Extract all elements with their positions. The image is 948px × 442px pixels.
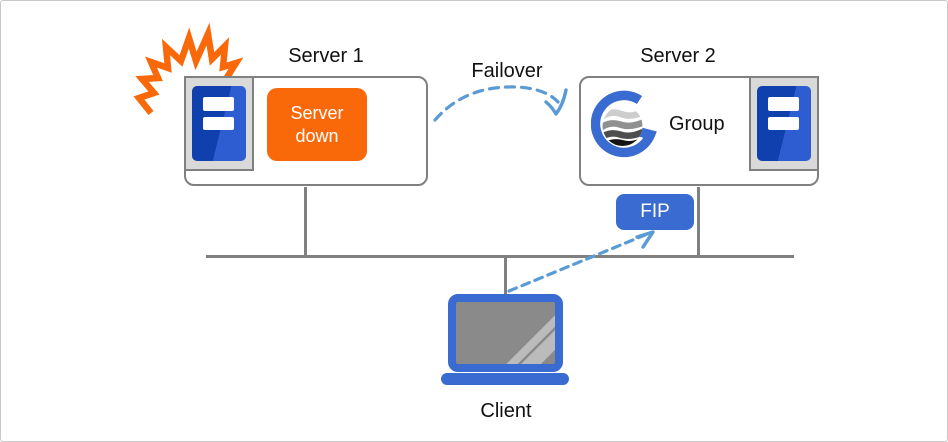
failover-label: Failover — [471, 60, 543, 82]
laptop-icon — [448, 294, 563, 372]
cluster-group-logo-icon — [591, 90, 657, 158]
fip-badge: FIP — [616, 194, 694, 230]
group-label: Group — [669, 113, 725, 135]
client-to-fip-arrowhead-icon — [635, 230, 655, 249]
server-down-badge: Server down — [267, 88, 367, 161]
laptop-base — [441, 373, 569, 385]
server-slot-bar — [768, 97, 799, 111]
logo-g-ring — [591, 90, 657, 158]
server-slot-bar — [768, 117, 799, 130]
client-label: Client — [480, 400, 532, 422]
server2-title: Server 2 — [640, 45, 716, 67]
failover-arrowhead-icon — [544, 88, 568, 116]
client-to-fip-arrow — [507, 233, 647, 293]
server-icon — [749, 76, 819, 171]
server-unit-shape — [192, 86, 246, 161]
server1-title: Server 1 — [288, 45, 364, 67]
server-unit-shape — [757, 86, 811, 161]
server-slot-bar — [203, 117, 234, 130]
server-icon — [184, 76, 254, 171]
server-slot-bar — [203, 97, 234, 111]
failover-arrow — [433, 85, 560, 122]
